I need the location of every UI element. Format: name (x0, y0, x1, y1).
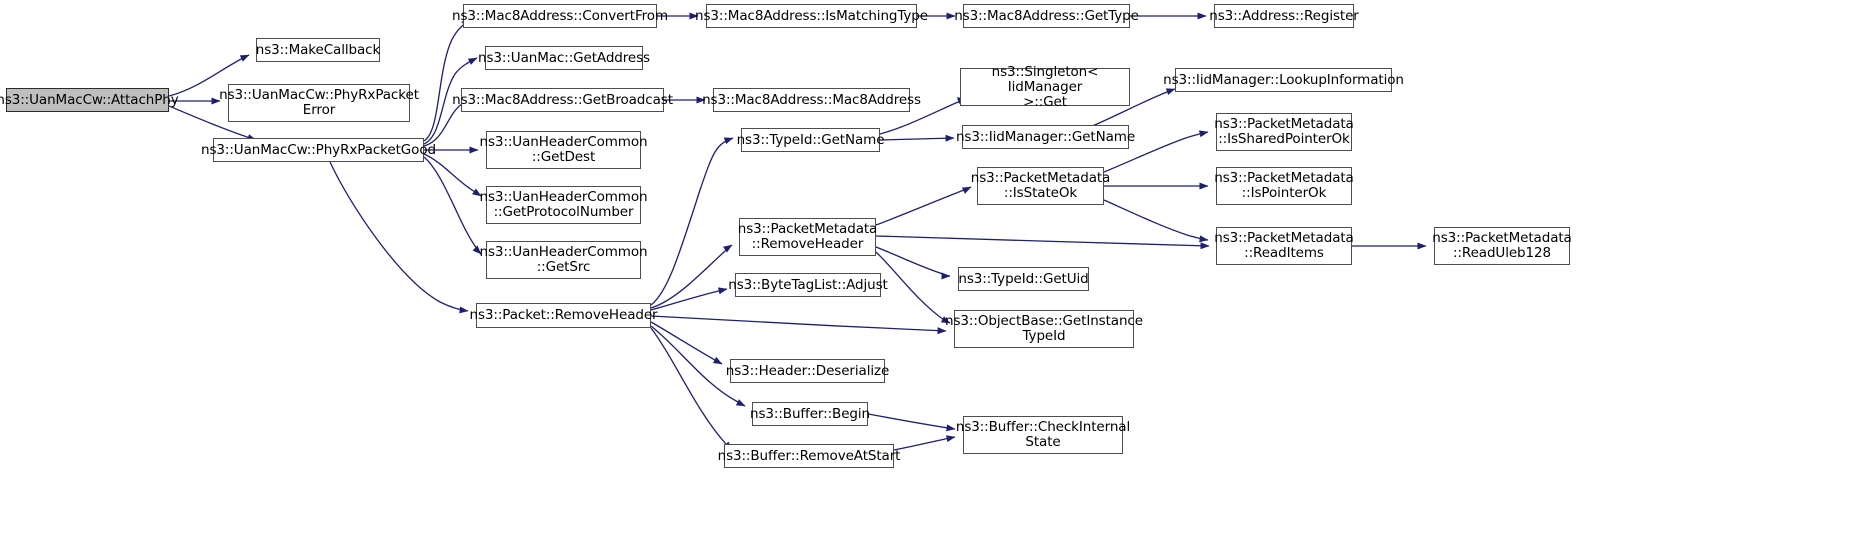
graph-node-n17[interactable]: ns3::Buffer::Begin (750, 402, 870, 426)
graph-edge-n18-to-n25 (893, 435, 956, 451)
graph-node-n5[interactable]: ns3::UanMac::GetAddress (478, 46, 650, 70)
graph-node-n10[interactable]: ns3::Packet::RemoveHeader (470, 303, 658, 328)
graph-node-n28[interactable]: ns3::PacketMetadata ::IsSharedPointerOk (1214, 113, 1354, 151)
graph-node-n22[interactable]: ns3::PacketMetadata ::IsStateOk (971, 167, 1110, 205)
graph-node-n6[interactable]: ns3::Mac8Address::GetBroadcast (452, 88, 673, 112)
graph-node-n12[interactable]: ns3::Mac8Address::Mac8Address (702, 88, 921, 112)
graph-node-n2[interactable]: ns3::UanMacCw::PhyRxPacket Error (219, 84, 419, 122)
graph-node-n30[interactable]: ns3::PacketMetadata ::ReadItems (1214, 227, 1354, 265)
graph-node-n7[interactable]: ns3::UanHeaderCommon ::GetDest (480, 131, 648, 169)
graph-node-n24[interactable]: ns3::ObjectBase::GetInstance TypeId (945, 310, 1143, 348)
graph-node-n3[interactable]: ns3::UanMacCw::PhyRxPacketGood (201, 138, 436, 162)
graph-node-n27[interactable]: ns3::IidManager::LookupInformation (1163, 68, 1404, 92)
graph-node-n13[interactable]: ns3::TypeId::GetName (737, 128, 885, 152)
graph-node-n23[interactable]: ns3::TypeId::GetUid (958, 267, 1089, 291)
graph-edge-n22-to-n30 (1103, 199, 1209, 243)
graph-node-n16[interactable]: ns3::Header::Deserialize (726, 359, 889, 383)
graph-node-n25[interactable]: ns3::Buffer::CheckInternal State (956, 416, 1130, 454)
graph-edge-n10-to-n24 (650, 315, 947, 335)
graph-node-n1[interactable]: ns3::MakeCallback (256, 38, 380, 62)
graph-node-n14[interactable]: ns3::PacketMetadata ::RemoveHeader (738, 218, 877, 256)
graph-node-n0[interactable]: ns3::UanMacCw::AttachPhy (0, 88, 179, 112)
graph-edge-n14-to-n22 (875, 186, 972, 226)
graph-node-n26[interactable]: ns3::Address::Register (1209, 4, 1359, 28)
graph-node-n20[interactable]: ns3::Singleton< IidManager >::Get (960, 64, 1130, 109)
graph-node-n11[interactable]: ns3::Mac8Address::IsMatchingType (695, 4, 928, 28)
graph-edge-n3-to-n9 (423, 156, 482, 255)
graph-node-n29[interactable]: ns3::PacketMetadata ::IsPointerOk (1214, 167, 1354, 205)
graph-edge-n10-to-n16 (650, 321, 723, 365)
graph-edge-n10-to-n14 (650, 244, 733, 309)
graph-edge-n17-to-n25 (867, 413, 956, 432)
graph-edge-n13-to-n21 (879, 134, 955, 142)
graph-node-n4[interactable]: ns3::Mac8Address::ConvertFrom (452, 4, 668, 28)
graph-edge-n14-to-n30 (875, 235, 1210, 250)
graph-node-n15[interactable]: ns3::ByteTagList::Adjust (728, 273, 888, 297)
graph-node-n19[interactable]: ns3::Mac8Address::GetType (954, 4, 1139, 28)
graph-node-n9[interactable]: ns3::UanHeaderCommon ::GetSrc (480, 241, 648, 279)
graph-edge-n3-to-n4 (423, 18, 471, 142)
graph-edge-n10-to-n13 (650, 137, 734, 306)
graph-node-n31[interactable]: ns3::PacketMetadata ::ReadUleb128 (1432, 227, 1572, 265)
graph-edge-n10-to-n18 (650, 327, 733, 451)
graph-edge-n10-to-n15 (650, 287, 728, 311)
graph-node-n18[interactable]: ns3::Buffer::RemoveAtStart (718, 444, 900, 468)
graph-edge-n3-to-n8 (423, 153, 482, 197)
graph-edge-n3-to-n10 (329, 161, 469, 314)
graph-node-n21[interactable]: ns3::IidManager::GetName (956, 125, 1135, 149)
graph-edge-n14-to-n23 (875, 246, 951, 280)
graph-node-n8[interactable]: ns3::UanHeaderCommon ::GetProtocolNumber (480, 186, 648, 224)
